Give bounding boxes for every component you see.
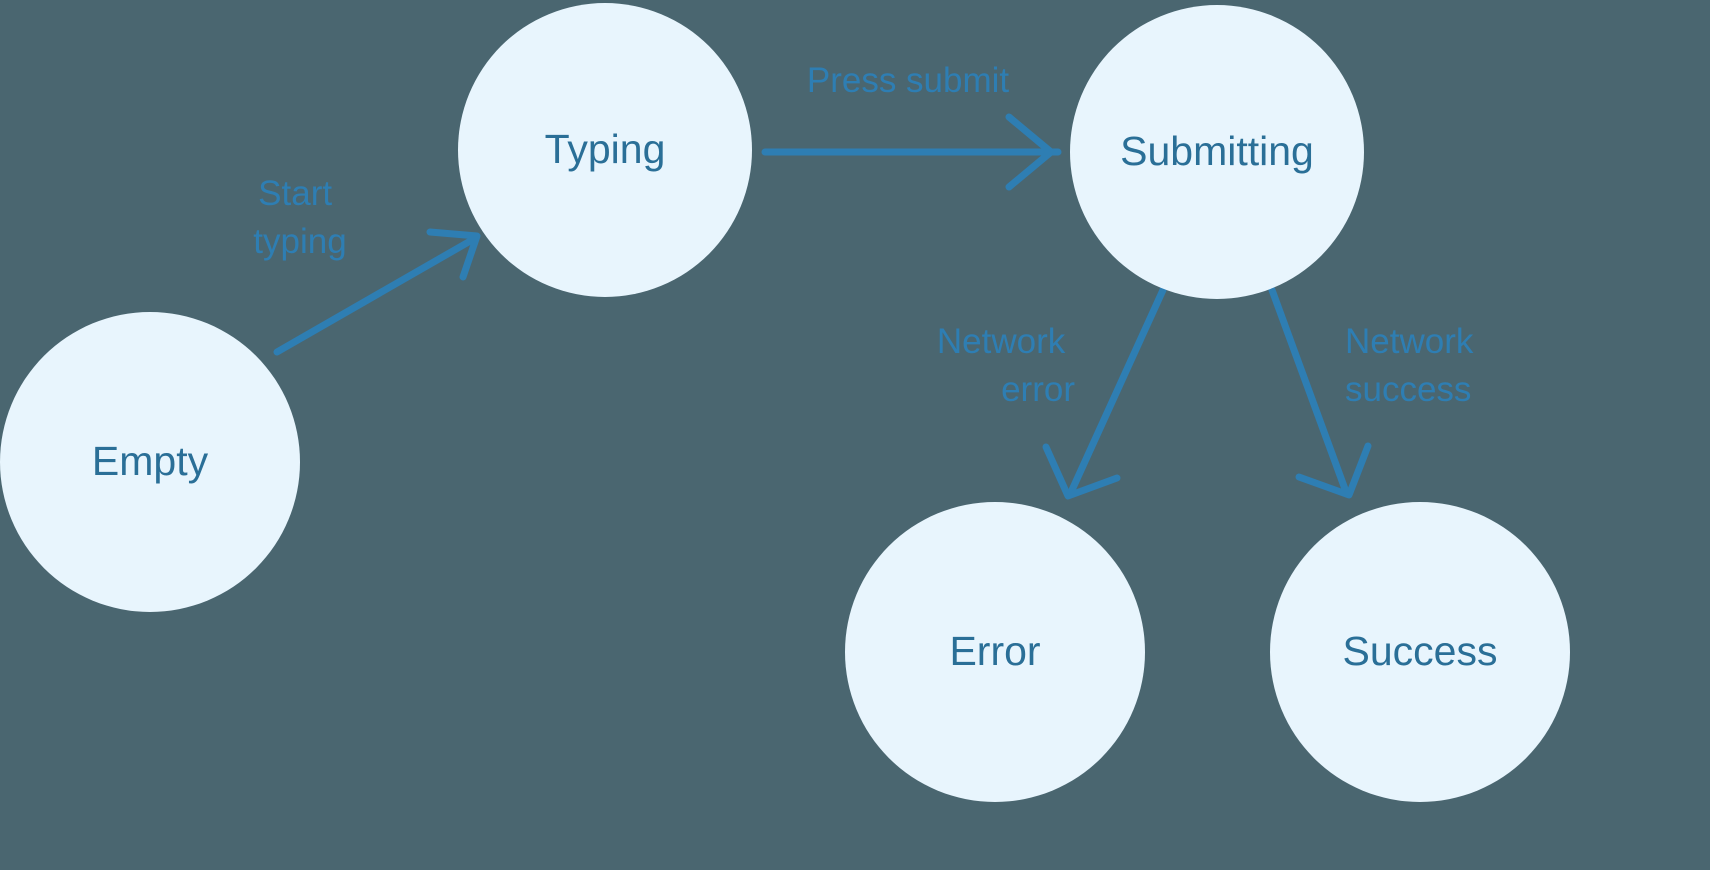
edge-empty-to-typing-arrowhead xyxy=(426,228,481,281)
state-node-success[interactable]: Success xyxy=(1270,502,1570,802)
state-label-empty: Empty xyxy=(92,438,209,484)
edge-submitting-to-success-arrowhead xyxy=(1295,442,1372,499)
edge-label-network-success: Network success xyxy=(1345,322,1483,409)
edge-label-network-error: Network error xyxy=(937,322,1075,409)
edge-label-line: success xyxy=(1345,370,1471,409)
state-node-error[interactable]: Error xyxy=(845,502,1145,802)
state-label-submitting: Submitting xyxy=(1120,128,1314,174)
state-circle-submitting[interactable] xyxy=(1070,5,1364,299)
edge-label-line: error xyxy=(1001,370,1075,409)
edge-label-line: Network xyxy=(937,322,1066,361)
edge-typing-to-submitting-arrowhead xyxy=(1005,113,1055,191)
edge-label-start-typing: Start typing xyxy=(253,174,346,261)
state-node-typing[interactable]: Typing xyxy=(458,3,752,297)
state-circle-success[interactable] xyxy=(1270,502,1570,802)
edge-submitting-to-success: Network success xyxy=(1268,286,1483,499)
edge-label-line: Start xyxy=(258,174,332,213)
edge-label-line: typing xyxy=(253,222,346,261)
state-node-submitting[interactable]: Submitting xyxy=(1070,5,1364,299)
state-circle-error[interactable] xyxy=(845,502,1145,802)
state-label-error: Error xyxy=(949,628,1040,674)
edge-typing-to-submitting: Press submit xyxy=(761,61,1062,191)
edge-label-press-submit: Press submit xyxy=(807,61,1010,100)
state-node-empty[interactable]: Empty xyxy=(0,312,300,612)
edge-submitting-to-error: Network error xyxy=(937,286,1167,500)
edge-label-line: Network xyxy=(1345,322,1474,361)
edge-submitting-to-error-line xyxy=(1068,286,1167,494)
edge-empty-to-typing-line xyxy=(273,236,476,356)
state-label-typing: Typing xyxy=(545,126,666,172)
state-circle-empty[interactable] xyxy=(0,312,300,612)
state-label-success: Success xyxy=(1343,628,1498,674)
edge-submitting-to-error-arrowhead xyxy=(1042,443,1121,500)
edge-empty-to-typing: Start typing xyxy=(253,174,481,356)
edge-submitting-to-success-line xyxy=(1268,286,1349,493)
state-circle-typing[interactable] xyxy=(458,3,752,297)
edge-label-line: Press submit xyxy=(807,61,1010,100)
